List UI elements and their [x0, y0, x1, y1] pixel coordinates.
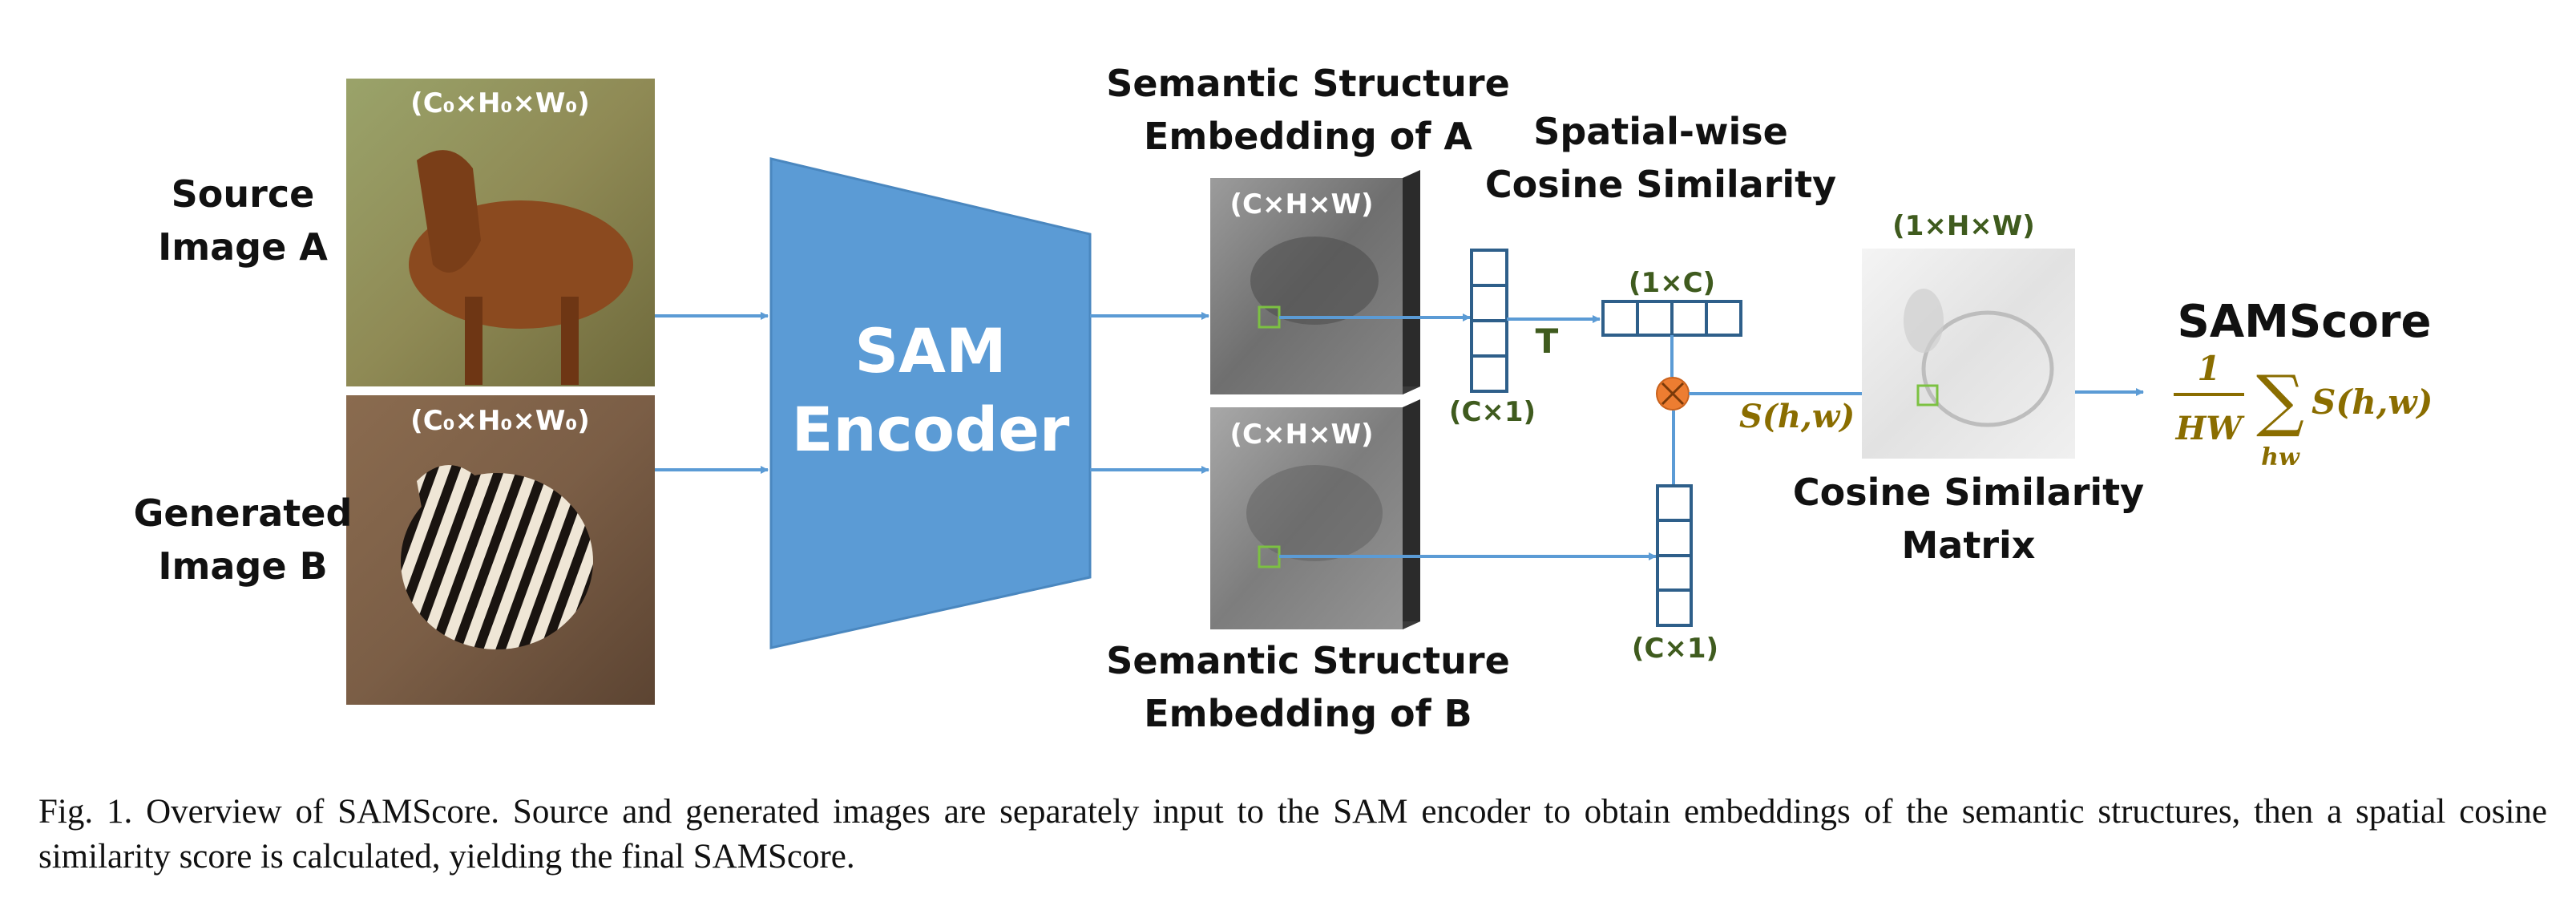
embedding-b-title-line2: Embedding of B: [1144, 692, 1472, 735]
s-hw-label: S(h,w): [1739, 398, 1855, 435]
matrix-dim: (1×H×W): [1892, 210, 2035, 242]
cosine-similarity-matrix: [1862, 249, 2075, 459]
source-label-line2: Image A: [158, 225, 328, 269]
encoder-line1: SAM: [854, 315, 1006, 386]
embedding-b-dim: (C×H×W): [1230, 419, 1374, 451]
formula-sum-subscript: hw: [2261, 443, 2300, 471]
cosine-title-line2: Cosine Similarity: [1485, 163, 1836, 206]
vector-a-dim: (C×1): [1449, 396, 1536, 428]
embedding-a-slab: (C×H×W): [1210, 170, 1420, 394]
matrix-title-line1: Cosine Similarity: [1793, 471, 2144, 514]
row-vector-transposed: [1601, 300, 1742, 337]
generated-image-b: (C₀×H₀×W₀): [346, 395, 655, 705]
embedding-b-title-line1: Semantic Structure: [1106, 639, 1510, 682]
source-image-dim: (C₀×H₀×W₀): [410, 87, 590, 119]
generated-image-dim: (C₀×H₀×W₀): [410, 405, 590, 437]
embedding-b-slab: (C×H×W): [1210, 399, 1420, 629]
formula-denominator: HW: [2175, 410, 2246, 447]
encoder-line2: Encoder: [792, 394, 1070, 465]
embedding-a-dim: (C×H×W): [1230, 188, 1374, 220]
summation-icon: ∑: [2256, 361, 2304, 439]
vector-b-dim: (C×1): [1632, 633, 1718, 665]
embedding-a-title-line1: Semantic Structure: [1106, 62, 1510, 105]
matrix-title-line2: Matrix: [1902, 524, 2036, 567]
matrix-pixel: [1916, 384, 1939, 406]
generated-label-line1: Generated: [134, 491, 353, 535]
source-label-line1: Source: [172, 172, 315, 216]
source-image-a: (C₀×H₀×W₀): [346, 79, 655, 386]
samscore-title: SAMScore: [2178, 296, 2432, 348]
samscore-formula: 1 HW ∑ hw S(h,w): [2174, 349, 2433, 471]
column-vector-a: [1470, 249, 1508, 393]
generated-label-line2: Image B: [158, 544, 327, 588]
transpose-mark: T: [1536, 322, 1559, 361]
cosine-title-line1: Spatial-wise: [1533, 110, 1788, 153]
figure-caption: Fig. 1. Overview of SAMScore. Source and…: [38, 793, 2547, 876]
formula-numerator: 1: [2197, 349, 2220, 388]
column-vector-b: [1656, 484, 1693, 627]
sam-encoder-block: [769, 157, 1092, 649]
multiply-circle-icon: [1656, 377, 1690, 411]
row-vector-dim: (1×C): [1629, 267, 1715, 299]
embedding-a-title-line2: Embedding of A: [1144, 115, 1472, 158]
formula-term: S(h,w): [2312, 382, 2433, 422]
